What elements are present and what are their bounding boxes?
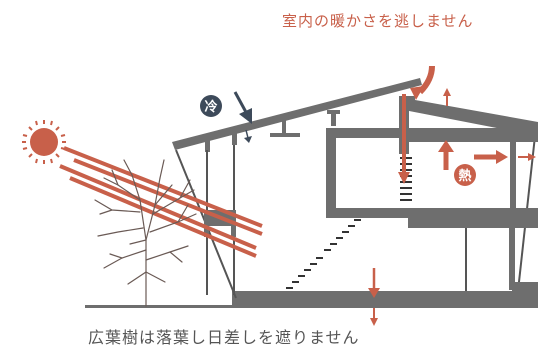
tree-icon	[94, 159, 197, 307]
arrow-icon	[245, 129, 249, 139]
wall-stub	[510, 140, 516, 164]
ceiling-light	[270, 133, 300, 137]
heat-badge-label: 熱	[458, 168, 471, 184]
arrow-icon	[368, 288, 380, 298]
right-roof	[404, 98, 538, 136]
window-frame	[204, 223, 209, 237]
wall-stub	[509, 228, 515, 290]
partition-cap	[399, 96, 415, 110]
roof-strut-cap	[327, 110, 340, 114]
main-roof	[172, 78, 422, 150]
roof-strut	[331, 112, 336, 126]
roof-strut	[232, 133, 237, 145]
roof-strut	[205, 140, 210, 152]
arrow-icon	[239, 108, 252, 124]
arrow-icon	[244, 136, 252, 143]
sun-icon	[22, 120, 66, 164]
floor-slab	[232, 291, 538, 306]
arrow-icon	[528, 153, 536, 161]
ground-line	[85, 305, 538, 308]
upper-floor-slab	[408, 208, 538, 228]
cold-badge-label: 冷	[204, 99, 217, 115]
arrow-icon	[438, 140, 454, 152]
arrow-icon	[370, 318, 378, 326]
heat-badge: 熱	[454, 164, 476, 186]
arrow-icon	[410, 86, 424, 100]
cold-badge: 冷	[200, 95, 222, 117]
caption-top: 室内の暖かさを逃しません	[282, 12, 474, 30]
arrow-icon	[398, 172, 410, 184]
staircase	[286, 219, 361, 289]
wall-stub	[510, 160, 516, 210]
window-frame	[231, 223, 236, 237]
ceiling-light-stem	[282, 120, 286, 134]
loft-ceiling	[408, 128, 538, 142]
wall-stub	[512, 282, 538, 294]
sunbeam	[59, 146, 263, 258]
caption-bottom: 広葉樹は落葉し日差しを遮りません	[88, 328, 360, 347]
arrow-icon	[443, 88, 451, 96]
arrow-icon	[417, 65, 435, 95]
arrow-icon	[496, 150, 508, 164]
loft-floor	[326, 128, 408, 218]
arrow-icon	[233, 91, 249, 115]
